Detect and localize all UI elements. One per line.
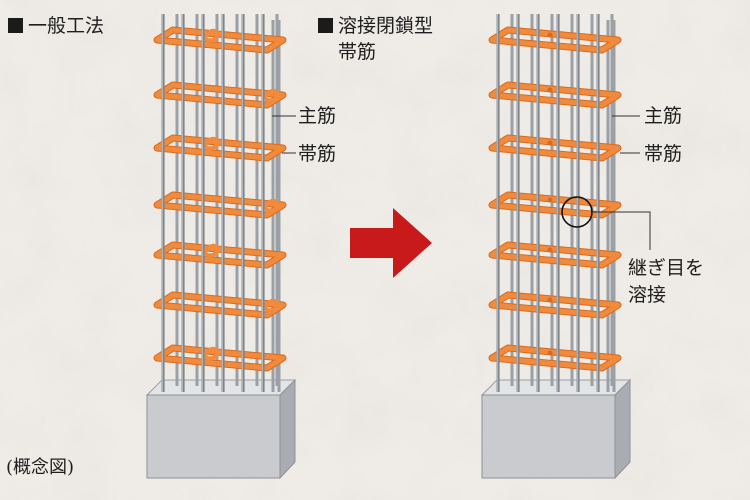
right-weld-point (547, 32, 553, 38)
left-hoop (154, 242, 286, 268)
right-weld-point (547, 87, 553, 93)
left-hoop-hook (263, 88, 282, 103)
right-hoop (489, 82, 621, 108)
right-hoop (489, 27, 621, 53)
left-hoop (154, 345, 286, 371)
left-hoop-hook (263, 298, 282, 313)
left-hoop (154, 192, 286, 218)
left-column (145, 14, 297, 480)
right-hoop (489, 242, 621, 268)
left-hoop-hook (263, 198, 282, 213)
right-label-hoop: 帯筋 (644, 143, 683, 165)
right-weld-point (547, 197, 553, 203)
right-base-side (614, 378, 631, 480)
right-heading-line2: 帯筋 (338, 41, 377, 63)
weld-callout-leader (592, 211, 651, 250)
right-hoop (489, 292, 621, 318)
left-label-hoop: 帯筋 (298, 143, 337, 165)
right-weld-point (547, 297, 553, 303)
left-hoop-hook (203, 28, 222, 43)
left-hoop-hook (203, 346, 222, 361)
left-hoop (154, 27, 286, 53)
right-heading: 溶接閉鎖型 (318, 14, 433, 38)
right-arrow-icon (350, 208, 432, 278)
left-base-side (279, 378, 296, 480)
left-hoop (154, 82, 286, 108)
left-heading: 一般工法 (8, 14, 104, 38)
right-hoop (489, 192, 621, 218)
right-hoop (489, 345, 621, 371)
left-hoop-hook (203, 243, 222, 258)
square-bullet-icon (318, 18, 333, 33)
right-hoop (489, 135, 621, 161)
right-weld-point (547, 247, 553, 253)
right-weld-point (547, 140, 553, 146)
callout-line1: 継ぎ目を (628, 257, 705, 279)
left-hoop (154, 135, 286, 161)
right-column (480, 14, 632, 480)
left-label-main-rebar: 主筋 (298, 105, 337, 127)
footnote: (概念図) (6, 457, 75, 478)
right-base-front (481, 394, 616, 479)
right-weld-point (547, 350, 553, 356)
left-hoop (154, 292, 286, 318)
left-base-front (146, 394, 281, 479)
callout-line2: 溶接 (628, 284, 667, 306)
left-hoop-hook (203, 136, 222, 151)
right-label-main-rebar: 主筋 (644, 105, 683, 127)
square-bullet-icon (8, 18, 23, 33)
